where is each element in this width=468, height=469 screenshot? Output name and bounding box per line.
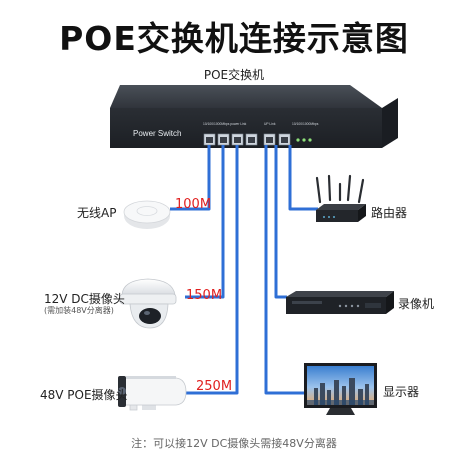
switch-side — [382, 98, 398, 148]
cable-ap — [170, 145, 211, 211]
wireless-ap-distance: 100M — [175, 197, 212, 212]
poe-switch: Power Switch 10/100/1000Mbps power Link … — [110, 85, 398, 148]
wireless-ap-device — [123, 200, 171, 229]
router-label: 路由器 — [371, 206, 408, 220]
switch-port-holes — [206, 137, 288, 143]
wireless-ap-label: 无线AP — [77, 206, 117, 220]
page-title: POE交换机连接示意图 — [59, 19, 409, 58]
switch-leds — [296, 138, 312, 142]
dc-camera-device — [119, 278, 177, 329]
dc-camera-label: 12V DC摄像头 — [44, 292, 125, 306]
switch-brand-text: Power Switch — [133, 129, 181, 138]
switch-port-text-mid: UP Link — [264, 122, 276, 126]
recorder-label: 录像机 — [398, 297, 435, 311]
poe-camera-distance: 250M — [196, 379, 233, 394]
dc-camera-distance: 150M — [186, 288, 223, 303]
poe-camera-device — [118, 376, 187, 411]
router-device — [315, 174, 366, 222]
switch-port-text-right: 10/100/1000Mbps — [292, 122, 319, 126]
switch-top — [110, 85, 382, 108]
footnote: 注：可以接12V DC摄像头需接48V分离器 — [131, 437, 337, 450]
recorder-device — [286, 291, 394, 314]
cables — [170, 145, 318, 395]
monitor-device — [304, 363, 377, 415]
poe-camera-label: 48V POE摄像头 — [40, 388, 128, 402]
cable-router — [288, 145, 318, 211]
cable-recorder — [274, 145, 287, 299]
monitor-label: 显示器 — [383, 385, 420, 399]
cable-dc-camera — [185, 145, 225, 299]
cable-poe-camera — [186, 145, 239, 395]
cable-monitor — [264, 145, 304, 395]
switch-caption: POE交换机 — [203, 68, 265, 82]
dc-camera-sublabel: (需加装48V分离器) — [44, 306, 114, 315]
switch-port-text-left: 10/100/1000Mbps power Link — [203, 122, 247, 126]
